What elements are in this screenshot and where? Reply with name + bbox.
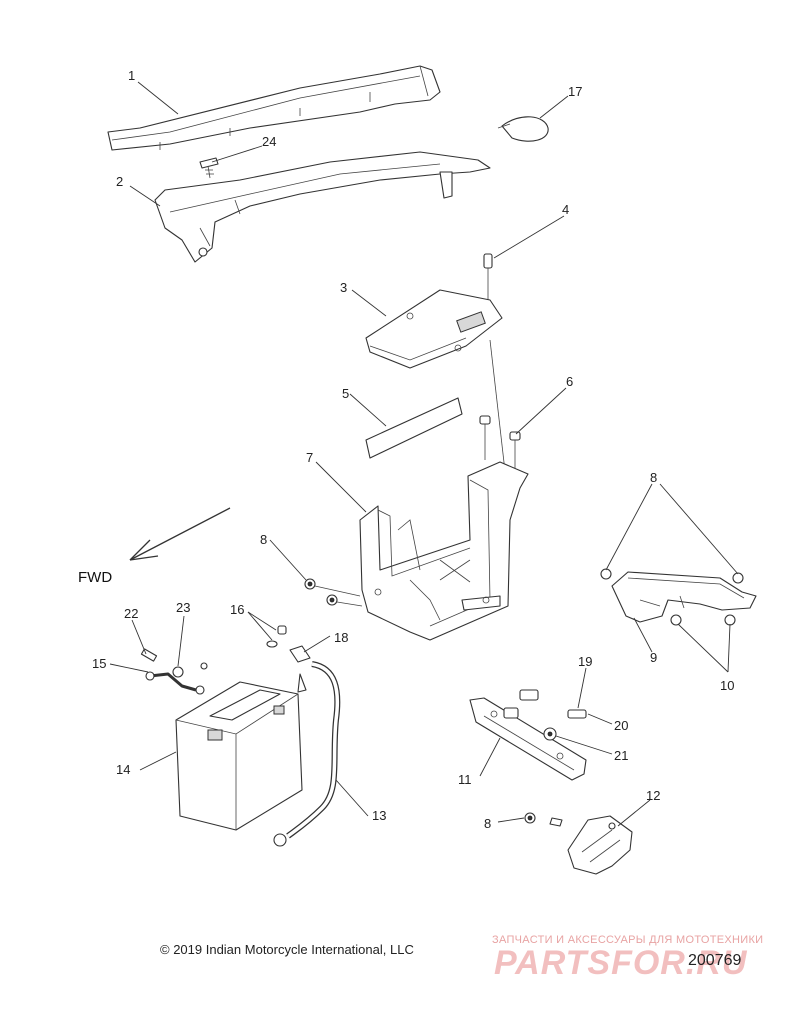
callout-4: 4 xyxy=(562,202,569,217)
part-19-screw xyxy=(503,689,539,719)
callout-6: 6 xyxy=(566,374,573,389)
callout-22: 22 xyxy=(124,606,138,621)
callout-8-bracket: 8 xyxy=(650,470,657,485)
callout-19: 19 xyxy=(578,654,592,669)
callout-2: 2 xyxy=(116,174,123,189)
part-14-battery xyxy=(175,681,303,831)
callout-23: 23 xyxy=(176,600,190,615)
callout-labels: 1 2 3 4 5 6 7 8 8 8 9 10 11 12 13 14 15 … xyxy=(78,68,734,831)
part-18-terminal xyxy=(289,645,311,663)
part-13-cable xyxy=(273,661,341,847)
callout-18: 18 xyxy=(334,630,348,645)
callout-12: 12 xyxy=(646,788,660,803)
callout-8-tray: 8 xyxy=(260,532,267,547)
callout-10: 10 xyxy=(720,678,734,693)
part-23-nut xyxy=(172,662,208,678)
part-7-battery-tray xyxy=(359,461,529,641)
part-8-screw-lower xyxy=(524,812,536,824)
part-8-screws-tray xyxy=(304,578,363,607)
part-3-battery-cover xyxy=(365,289,507,481)
watermark-tagline: ЗАПЧАСТИ И АКСЕССУАРЫ ДЛЯ МОТОТЕХНИКИ xyxy=(492,934,764,946)
callout-5: 5 xyxy=(342,386,349,401)
part-22-bolt xyxy=(140,648,158,662)
callout-16: 16 xyxy=(230,602,244,617)
fwd-arrow-icon xyxy=(129,507,231,561)
callout-3: 3 xyxy=(340,280,347,295)
drawing-number: 200769 xyxy=(688,952,742,969)
callout-11: 11 xyxy=(458,772,472,787)
copyright-notice: © 2019 Indian Motorcycle International, … xyxy=(160,942,414,957)
part-12-bracket xyxy=(549,815,633,875)
callout-21: 21 xyxy=(614,748,628,763)
callout-8-lower: 8 xyxy=(484,816,491,831)
callout-20: 20 xyxy=(614,718,628,733)
callout-1: 1 xyxy=(128,68,135,83)
part-17-strap xyxy=(497,116,549,142)
part-4-bolt xyxy=(483,253,493,306)
part-20-screw xyxy=(567,709,587,719)
callout-9: 9 xyxy=(650,650,657,665)
leader-lines xyxy=(109,81,739,827)
part-21-nut xyxy=(543,727,557,741)
part-9-bracket xyxy=(600,568,757,626)
callout-13: 13 xyxy=(372,808,386,823)
callout-15: 15 xyxy=(92,656,106,671)
part-5-pad xyxy=(365,397,463,459)
callout-7: 7 xyxy=(306,450,313,465)
part-24-push-rivet xyxy=(199,157,219,179)
part-16-screw xyxy=(266,625,287,648)
part-6-bolts xyxy=(479,415,521,470)
part-11-lower-bracket xyxy=(469,697,587,781)
part-1-upper-cover xyxy=(107,65,441,151)
callout-24: 24 xyxy=(262,134,276,149)
callout-14: 14 xyxy=(116,762,130,777)
fwd-label: FWD xyxy=(78,569,112,586)
part-15-cable xyxy=(145,671,205,695)
watermark-logo: PARTSFOR.RU xyxy=(494,944,748,982)
callout-17: 17 xyxy=(568,84,582,99)
part-2-lower-rail xyxy=(154,151,491,263)
